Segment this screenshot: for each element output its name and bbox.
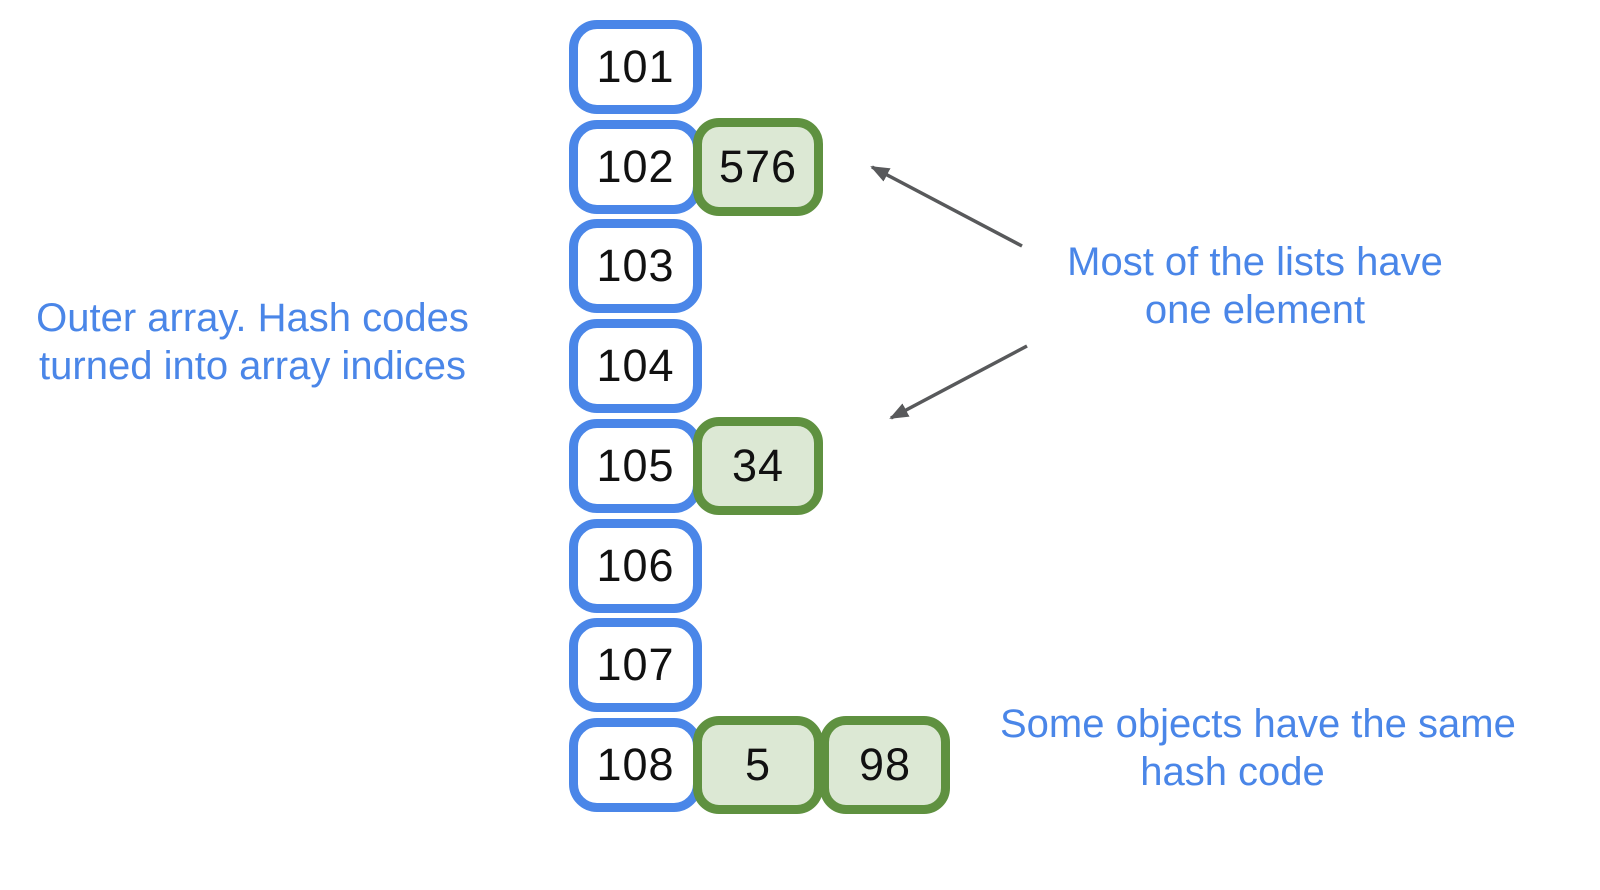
chain-value-cell: 98 xyxy=(820,715,950,814)
note-line: Outer array. Hash codes xyxy=(36,296,469,340)
array-index-cell: 102 xyxy=(569,119,702,214)
chain-value-cell: 34 xyxy=(693,416,823,515)
array-index-cell: 104 xyxy=(569,319,702,414)
note-line: one element xyxy=(1144,288,1366,332)
array-index-cell: 103 xyxy=(569,219,702,314)
note-line: Most of the lists have xyxy=(1067,240,1443,284)
array-index-cell: 107 xyxy=(569,618,702,713)
note-line: hash code xyxy=(1140,750,1325,794)
array-index-cell: 105 xyxy=(569,418,702,513)
outer-array-note: Outer array. Hash codes turned into arra… xyxy=(30,294,475,390)
note-line: turned into array indices xyxy=(39,344,466,388)
chain-value-cell: 5 xyxy=(693,715,823,814)
array-index-cell: 108 xyxy=(569,717,702,812)
note-line: Some objects have the same xyxy=(1000,702,1516,746)
same-hash-note: Some objects have the same hash code xyxy=(1000,700,1516,796)
most-lists-note: Most of the lists have one element xyxy=(1040,238,1470,334)
array-index-cell: 106 xyxy=(569,518,702,613)
array-index-cell: 101 xyxy=(569,20,702,114)
chain-value-cell: 576 xyxy=(693,117,823,216)
